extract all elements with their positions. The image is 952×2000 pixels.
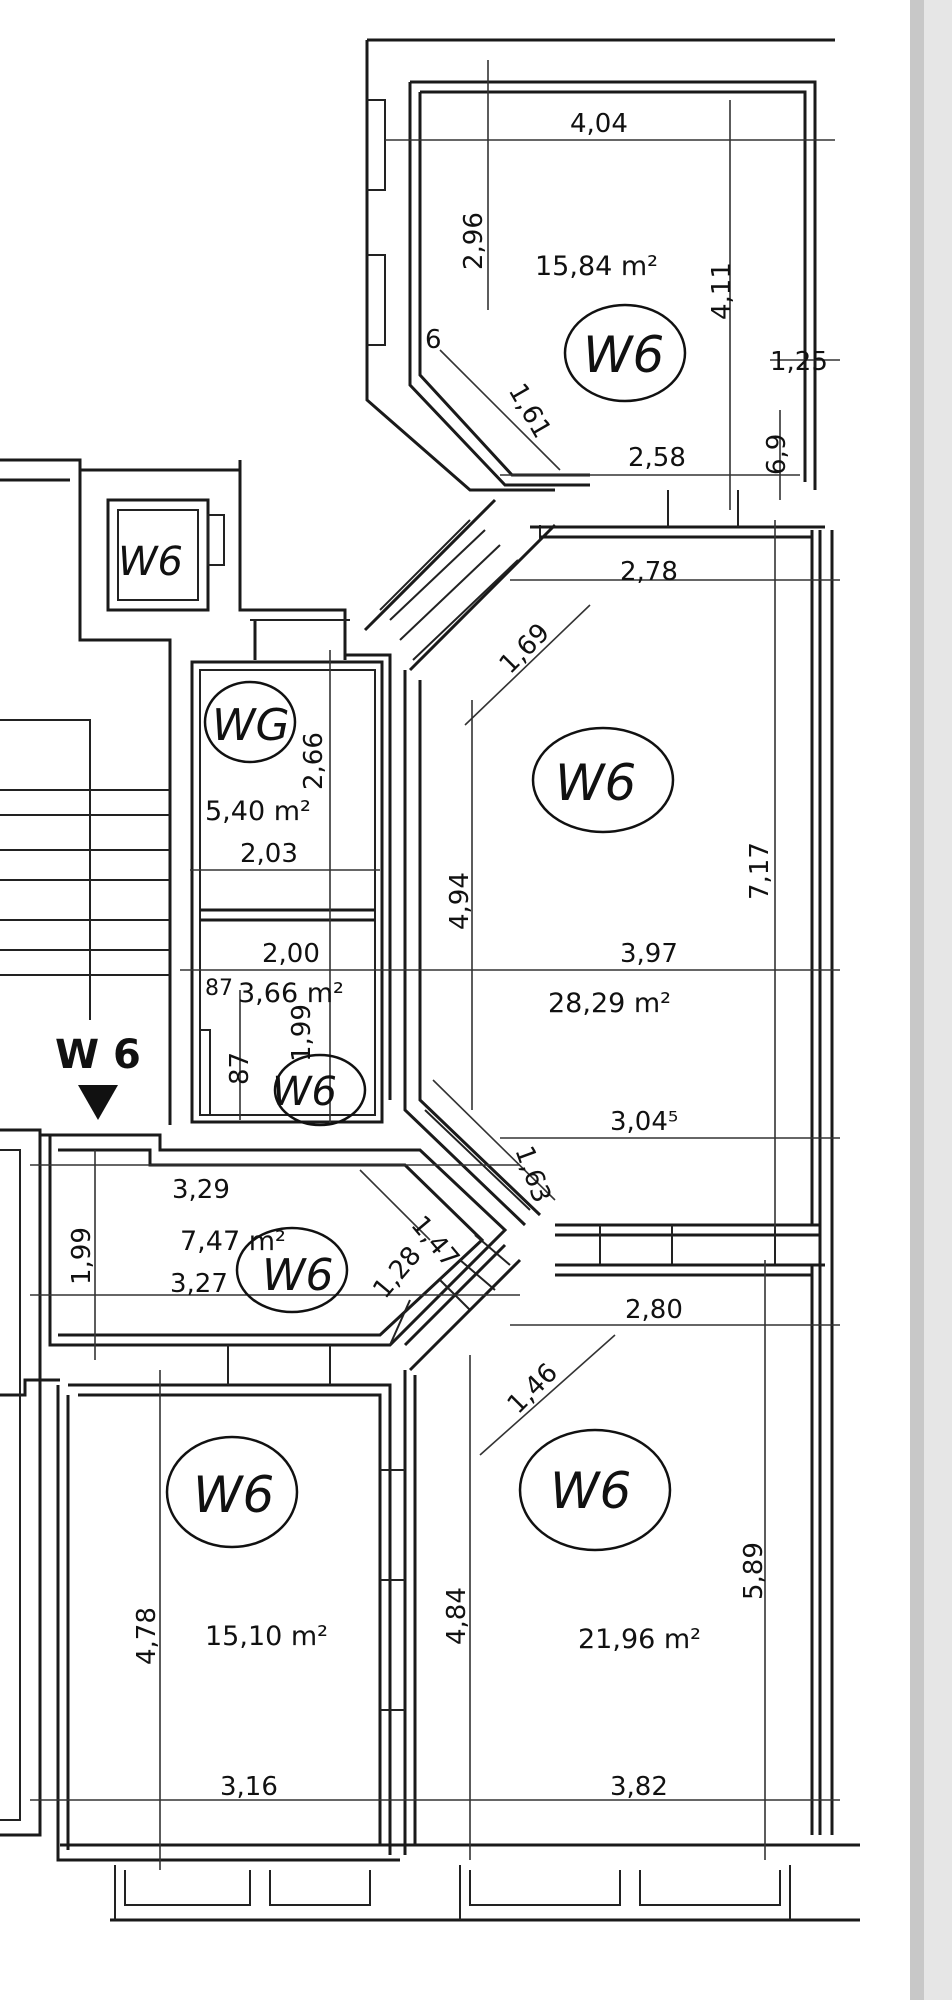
area-right: 21,96 m² [578,1624,701,1655]
stamp-left: W6 [193,1466,274,1524]
dim-bath-width: 2,03 [240,839,298,869]
text-layer: W 6 W6 15,84 m² 4,04 2,96 4,11 6 1,61 1,… [55,109,828,1802]
dim-left-height: 4,78 [132,1607,162,1665]
unit-pointer-label: W 6 [55,1032,141,1078]
dim-top-width: 4,04 [570,109,628,139]
dim-top-diag: 1,61 [502,379,557,444]
area-left: 15,10 m² [205,1621,328,1652]
down-arrow-icon [78,1085,118,1120]
dim-bath-height: 2,66 [299,732,329,790]
dim-wc-87b: 87 [225,1052,255,1085]
dim-right-left: 4,84 [442,1587,472,1645]
area-hall: 7,47 m² [180,1226,286,1257]
dim-top-small: 6 [425,325,442,355]
dim-hall-left: 1,99 [67,1227,97,1285]
dim-left-width: 3,16 [220,1772,278,1802]
dim-top-125: 1,25 [770,347,828,377]
dim-hall-top: 3,29 [172,1175,230,1205]
stamp-top: W6 [583,326,664,384]
dim-top-69: 6,9 [762,434,792,475]
area-top: 15,84 m² [535,251,658,282]
dim-right-top: 2,80 [625,1295,683,1325]
stamp-living: W6 [555,754,636,812]
area-wc: 3,66 m² [238,978,344,1009]
dimension-lines [30,60,840,1870]
dim-wc-height: 1,99 [287,1004,317,1062]
dim-living-left: 4,94 [445,872,475,930]
dim-living-mid: 3,97 [620,939,678,969]
dim-top-bottom: 2,58 [628,443,686,473]
dim-top-window: 2,96 [459,212,489,270]
stamp-circle-living [531,726,675,834]
dim-right-right: 5,89 [739,1542,769,1600]
dim-living-bottom: 3,04⁵ [610,1107,678,1137]
stamp-circle-hall [235,1226,349,1314]
stamp-right: W6 [550,1462,631,1520]
dim-wc-width: 2,00 [262,939,320,969]
dim-hall-bottom: 3,27 [170,1269,228,1299]
outer-walls [0,38,860,1922]
area-bath: 5,40 m² [205,796,311,827]
scan-edge-inner [924,0,952,2000]
dim-living-right: 7,17 [745,842,775,900]
unit-stamps [165,303,687,1552]
stamp-bath: WG [212,700,290,751]
stamp-circle-wc [273,1053,367,1127]
stamp-circle-top [563,303,687,403]
stamp-hall: W6 [262,1250,334,1301]
stamp-shaft: W6 [118,539,183,585]
stamp-circle-left [165,1435,299,1549]
unit-pointer [78,1085,118,1120]
dim-top-height: 4,11 [707,262,737,320]
area-living: 28,29 m² [548,988,671,1019]
stamp-circle-right [518,1428,672,1552]
stamp-circle-bath [203,680,297,764]
dim-living-top: 2,78 [620,557,678,587]
dim-living-diag: 1,69 [494,618,556,680]
dim-right-bottom: 3,82 [610,1772,668,1802]
dim-wc-87a: 87 [205,976,233,1001]
stamp-wc: W6 [272,1069,337,1115]
